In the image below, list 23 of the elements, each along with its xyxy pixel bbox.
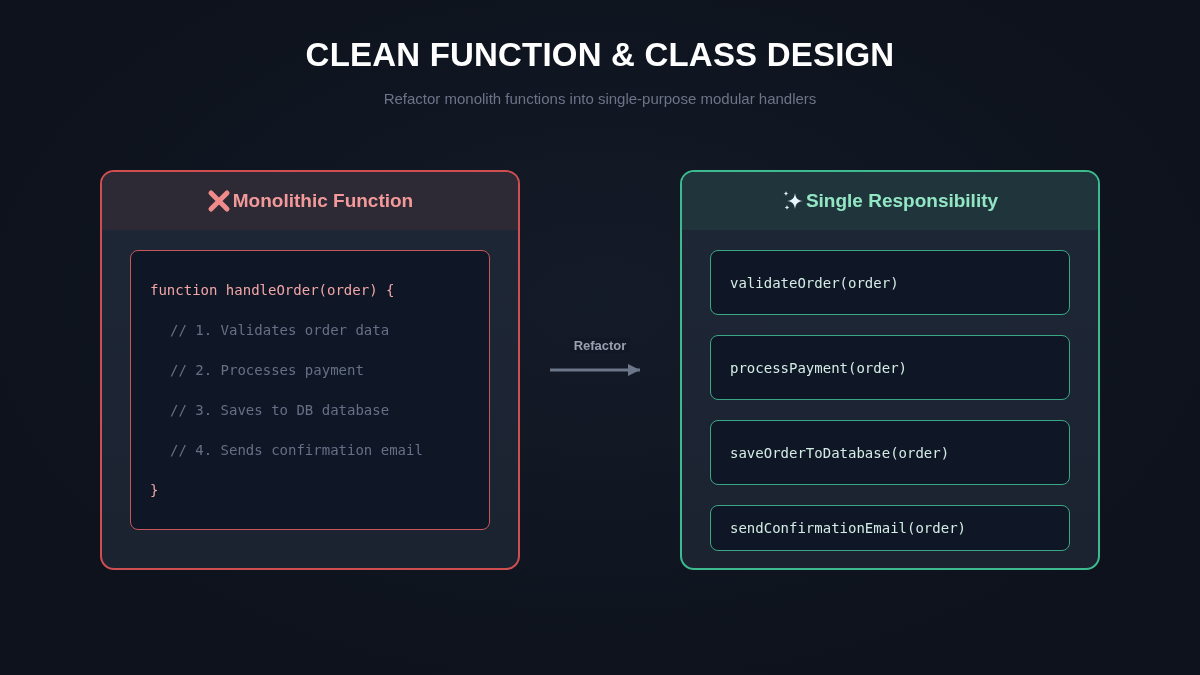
code-comment: // 1. Validates order data <box>170 321 390 339</box>
function-box <box>710 250 1070 315</box>
panel-heading: Single Responsibility <box>805 190 999 212</box>
function-box <box>710 505 1070 551</box>
panel <box>680 170 1100 570</box>
function-name: sendConfirmationEmail(order) <box>730 519 966 537</box>
panel <box>100 170 520 570</box>
title: CLEAN FUNCTION & CLASS DESIGN <box>305 36 895 74</box>
edge-label: Refactor <box>570 338 630 353</box>
subtitle: Refactor monolith functions into single-purpose modular handlers <box>383 90 817 107</box>
code-comment: // 4. Sends confirmation email <box>170 441 423 459</box>
code-block <box>130 250 490 530</box>
code-line: } <box>150 481 159 499</box>
function-name: validateOrder(order) <box>730 273 899 292</box>
function-name: processPayment(order) <box>730 358 907 377</box>
function-box <box>710 420 1070 485</box>
code-comment: // 3. Saves to DB database <box>170 401 390 419</box>
function-name: saveOrderToDatabase(order) <box>730 443 950 462</box>
panel-heading: Monolithic Function <box>232 190 414 212</box>
code-comment: // 2. Processes payment <box>170 361 364 379</box>
arrow <box>550 364 640 376</box>
function-box <box>710 335 1070 400</box>
code-line: function handleOrder(order) { <box>150 281 395 299</box>
